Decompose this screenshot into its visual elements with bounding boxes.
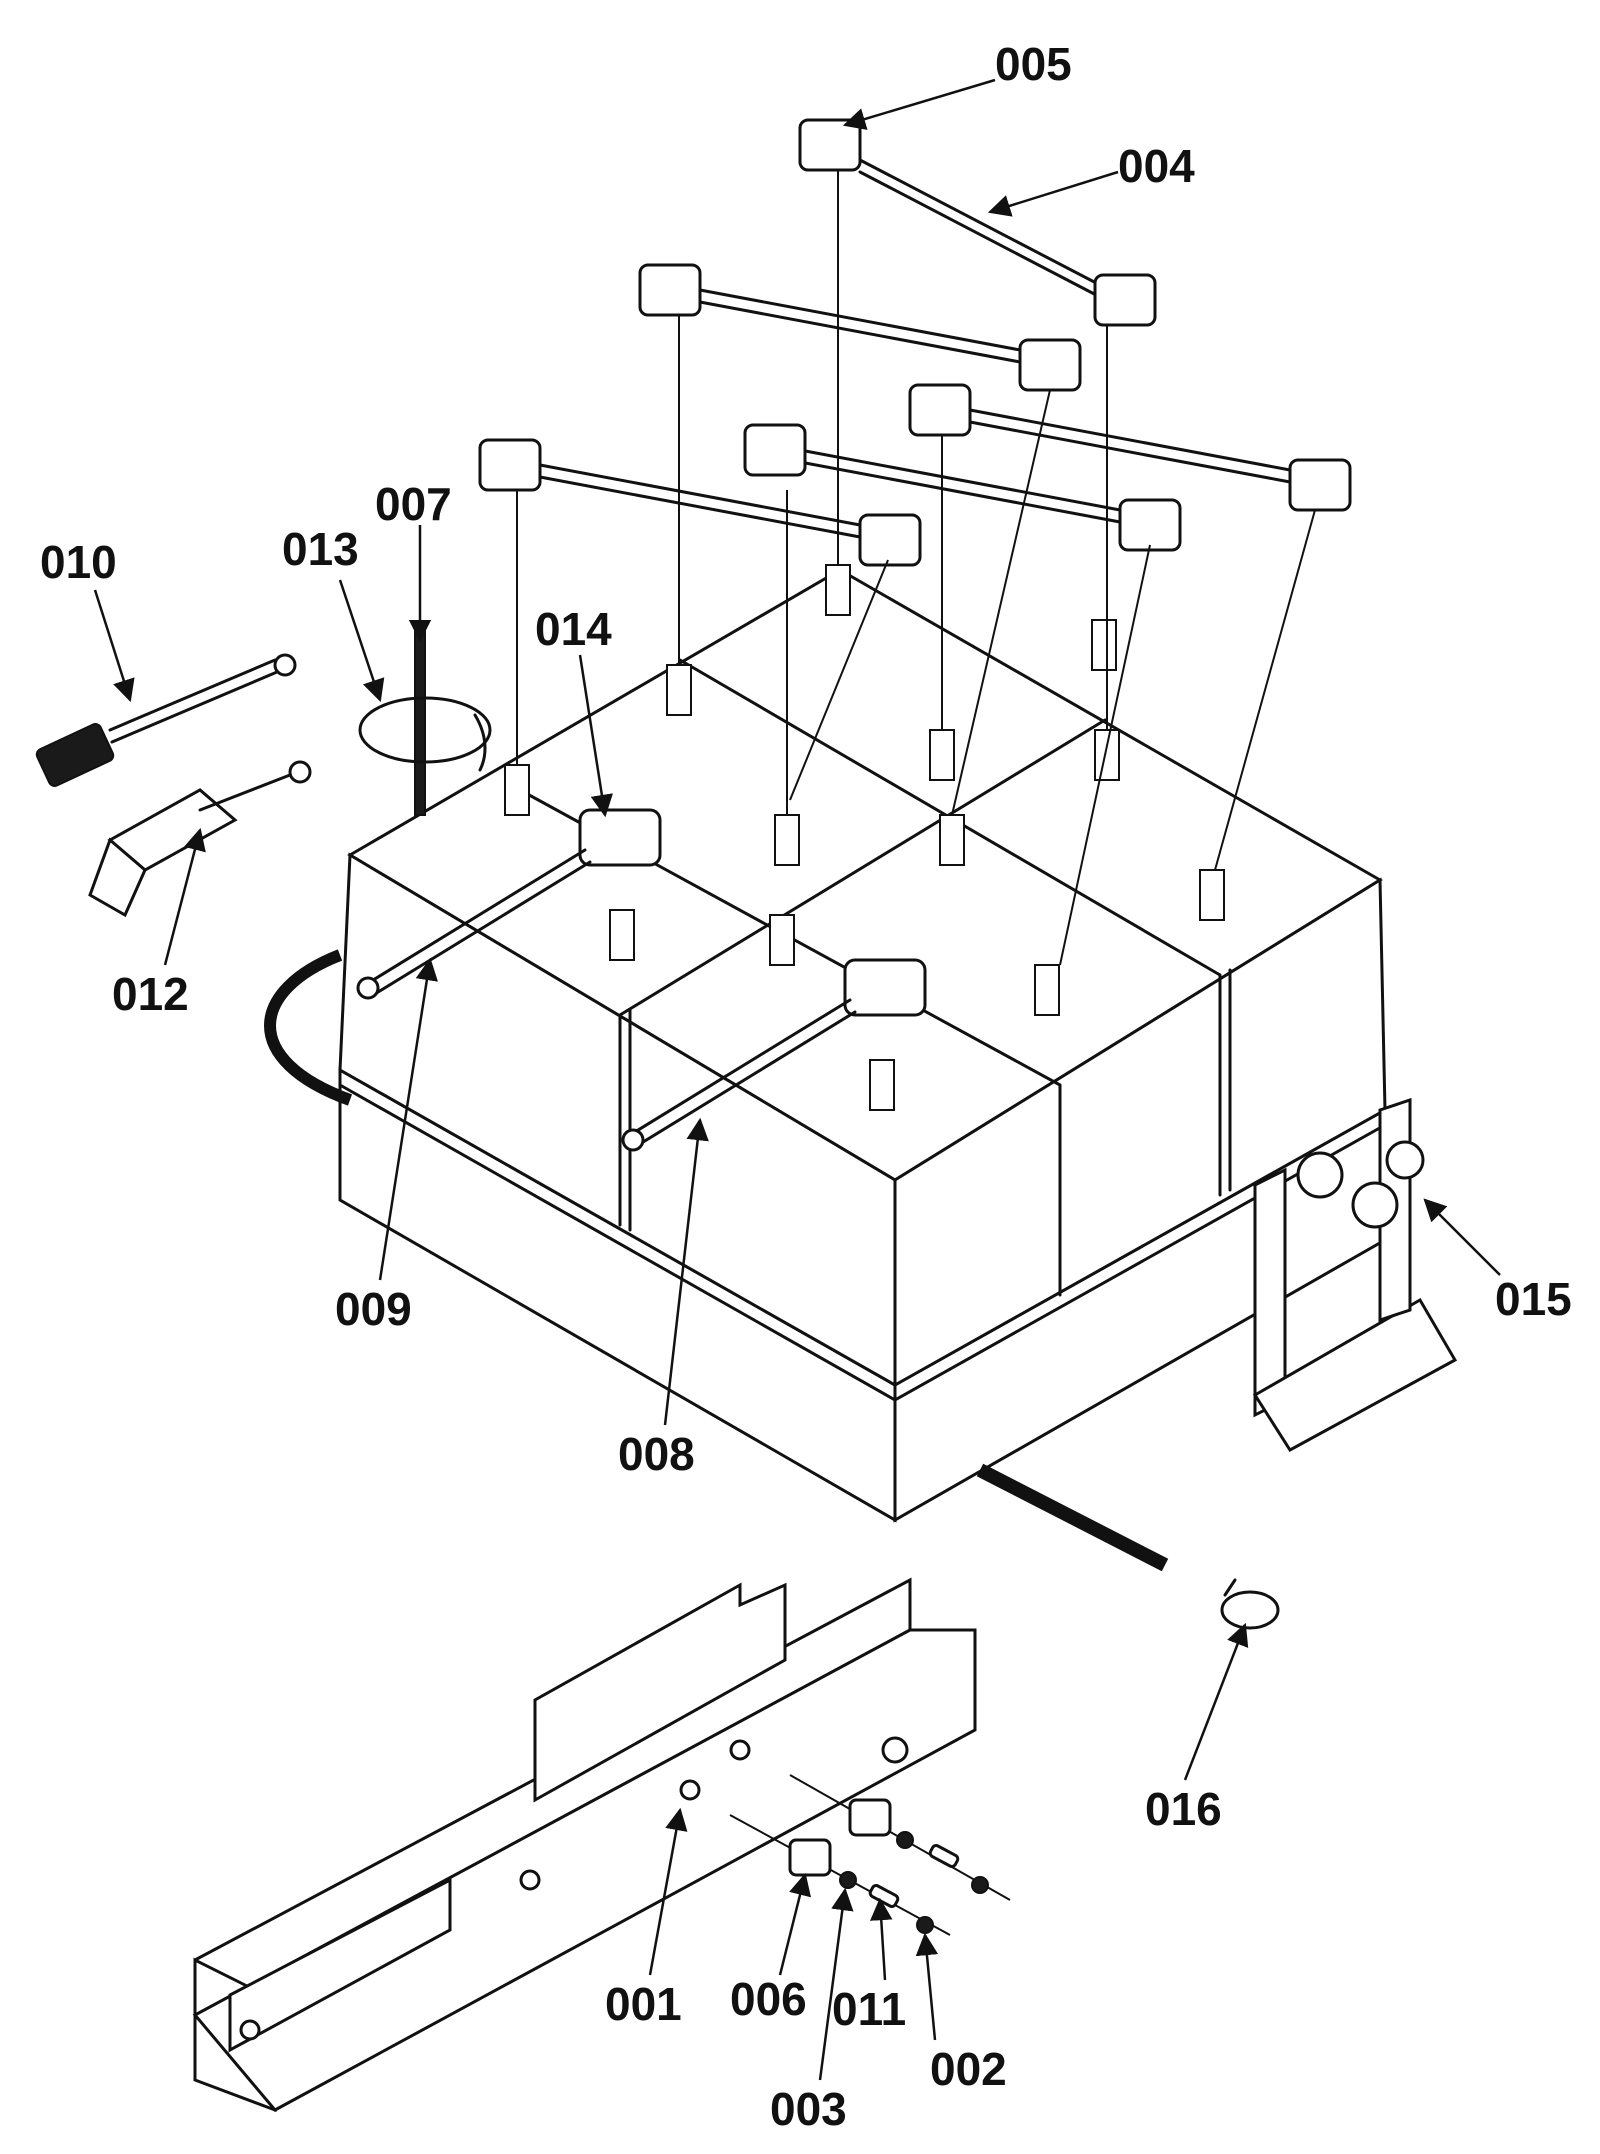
callout-014: 014: [535, 603, 612, 655]
wire-harness: [264, 629, 1169, 1572]
callout-009: 009: [335, 1283, 412, 1335]
connector-assembly: [35, 653, 297, 787]
right-mount-bracket: [1252, 1097, 1458, 1452]
callout-010: 010: [40, 536, 117, 588]
sensor-bracket: [88, 760, 312, 918]
battery-pack: [338, 568, 1387, 1523]
callout-013: 013: [282, 523, 359, 575]
callout-008: 008: [618, 1428, 695, 1480]
interconnect-straps: [478, 118, 1352, 567]
assembly-lines: [516, 170, 1316, 966]
callout-012: 012: [112, 968, 189, 1020]
cable-tie: [358, 696, 492, 772]
callout-011: 011: [832, 1983, 906, 2035]
terminal-posts: [504, 564, 1225, 1111]
callout-007: 007: [375, 478, 452, 530]
leader-lines: [93, 78, 1501, 2081]
callout-015: 015: [1495, 1273, 1572, 1325]
callout-003: 003: [770, 2083, 847, 2135]
callout-001: 001: [605, 1978, 682, 2030]
callout-016: 016: [1145, 1783, 1222, 1835]
battery-cables: [356, 808, 927, 1152]
callout-006: 006: [730, 1973, 807, 2025]
mounting-tray: [192, 1577, 977, 2113]
hose-clamp: [1220, 1578, 1280, 1630]
callout-004: 004: [1118, 140, 1195, 192]
callout-labels: 005 004 007 013 010 014 012 009 008 015 …: [40, 38, 1572, 2135]
callout-002: 002: [930, 2043, 1007, 2095]
callout-005: 005: [995, 38, 1072, 90]
